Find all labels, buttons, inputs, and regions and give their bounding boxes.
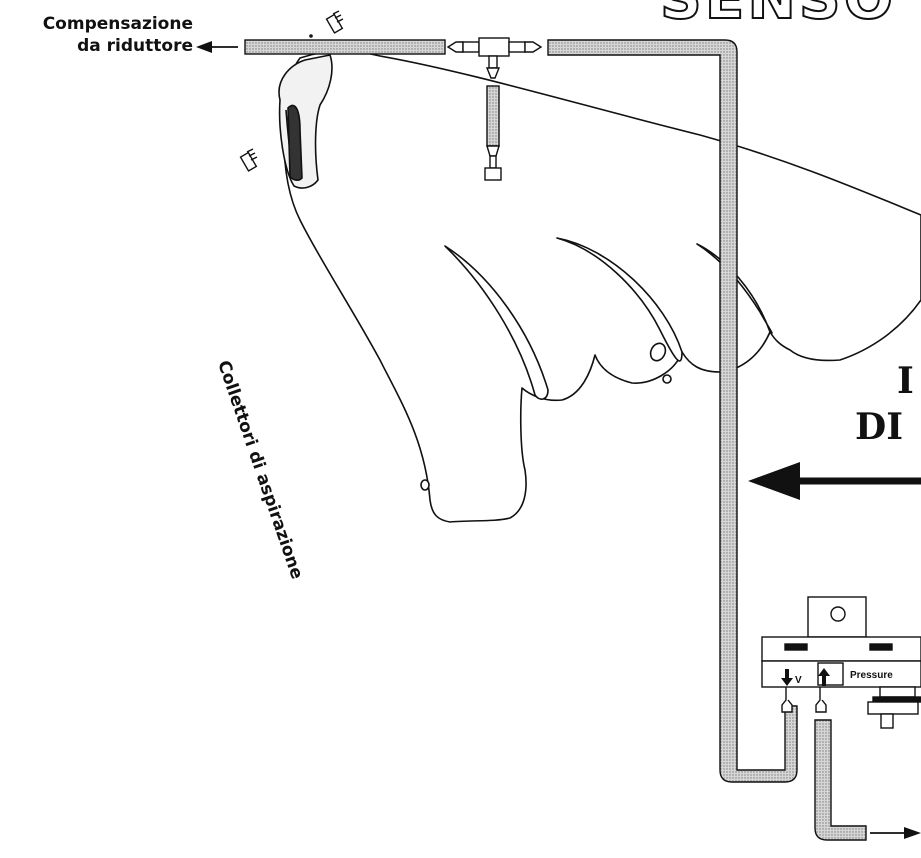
compensation-label-line1: Compensazione — [42, 14, 193, 34]
arrow-down-icon — [781, 669, 793, 686]
runner-2 — [556, 237, 683, 362]
sensor-pressure-label: Pressure — [850, 670, 893, 681]
arrows — [196, 41, 921, 839]
hose-tee-drop — [486, 85, 500, 147]
intake-manifold — [278, 34, 921, 523]
title-fragment: SENSO — [659, 0, 896, 33]
t-connector-icon — [446, 37, 543, 181]
compensation-label: Compensazione da riduttore — [43, 13, 193, 57]
manifold-studs — [239, 10, 344, 172]
sensor-vacuum-label: V — [795, 675, 802, 686]
arrow-up-icon — [818, 668, 830, 686]
hoses — [244, 39, 867, 841]
manifold-gasket — [287, 104, 303, 181]
hose-compensation — [244, 39, 446, 55]
compensation-label-line2: da riduttore — [77, 36, 193, 56]
hose-main — [547, 39, 798, 783]
right-text-line2: DI — [855, 406, 904, 448]
sensor-mount-hole — [830, 606, 846, 622]
arrow-right-icon — [870, 827, 921, 839]
manifold-body — [283, 50, 921, 523]
arrow-left-icon — [196, 41, 238, 53]
runner-1 — [444, 245, 549, 400]
right-text-line1: I — [897, 360, 914, 402]
arrow-left-icon — [748, 462, 921, 500]
hose-sensor-out — [814, 719, 867, 841]
pressure-sensor — [761, 596, 921, 729]
